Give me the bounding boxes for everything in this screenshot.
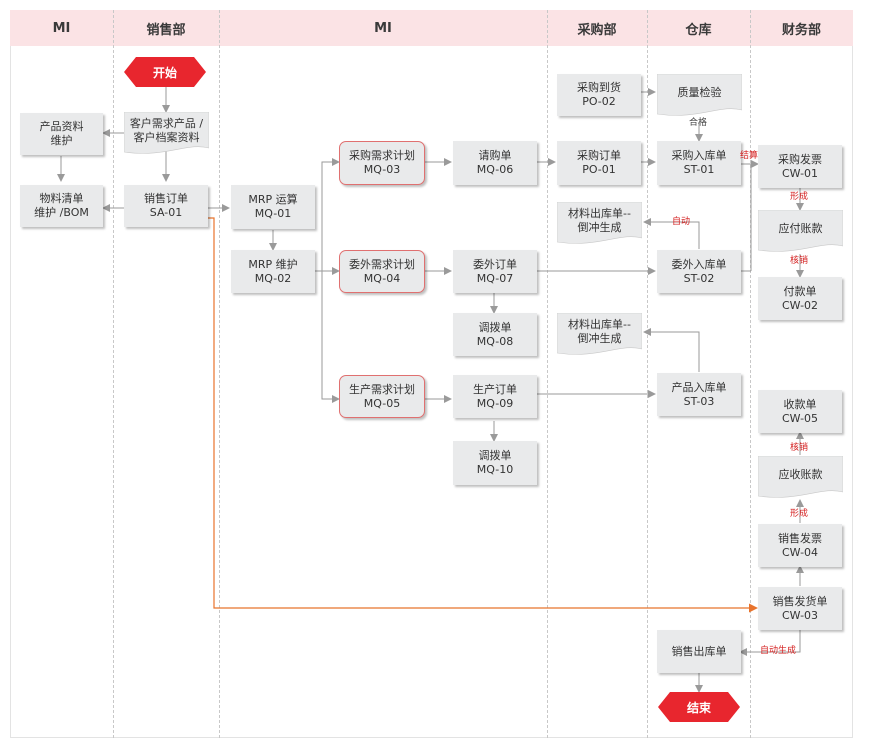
start-label: 开始 — [152, 65, 177, 80]
node-product-info: 产品资料维护 — [20, 113, 103, 155]
lane-header-sales: 销售部 — [113, 10, 219, 46]
edge-label-form-payable: 形成 — [790, 192, 809, 202]
lane-header-mi-center: MI — [219, 10, 547, 46]
edge-label-writeoff-payment: 核销 — [790, 256, 809, 266]
node-sales-out: 销售出库单 — [657, 630, 741, 673]
edge-outsource-in-to-material-out-1 — [643, 218, 700, 249]
edge-label-qualified: 合格 — [689, 118, 708, 128]
lane-divider — [647, 10, 648, 738]
start-terminal: 开始 — [124, 57, 206, 87]
node-quality-check: 质量检验 — [657, 74, 742, 118]
lane-divider — [750, 10, 751, 738]
lane-divider — [219, 10, 220, 738]
node-material-out-1: 材料出库单--倒冲生成 — [557, 202, 642, 246]
end-label: 结束 — [686, 700, 711, 715]
edge-mrp-maint-to-production-plan — [321, 271, 340, 403]
end-terminal: 结束 — [658, 692, 740, 722]
edge-delivery-to-sales-out — [739, 630, 801, 656]
node-payable: 应付账款 — [758, 210, 843, 254]
lane-divider — [547, 10, 548, 738]
edge-label-settle: 结算 — [740, 151, 759, 161]
edge-label-auto: 自动 — [672, 217, 691, 227]
node-receivable: 应收账款 — [758, 456, 843, 500]
edge-label-auto-generate: 自动生成 — [760, 646, 797, 656]
lane-header-warehouse: 仓库 — [647, 10, 750, 46]
node-customer-doc: 客户需求产品 /客户档案资料 — [124, 112, 209, 156]
lane-header-finance: 财务部 — [750, 10, 853, 46]
edge-product-in-to-material-out-2 — [643, 328, 700, 372]
edge-mrp-maint-to-plans — [315, 158, 340, 272]
edge-label-form-receivable: 形成 — [790, 509, 809, 519]
lane-divider — [113, 10, 114, 738]
edge-label-writeoff-receipt: 核销 — [790, 443, 809, 453]
node-material-out-2: 材料出库单--倒冲生成 — [557, 313, 642, 357]
node-bom: 物料清单维护 /BOM — [20, 185, 103, 227]
lane-header-purchasing: 采购部 — [547, 10, 647, 46]
edge-sales-order-to-delivery — [208, 217, 758, 613]
lane-header-mi-left: MI — [10, 10, 113, 46]
